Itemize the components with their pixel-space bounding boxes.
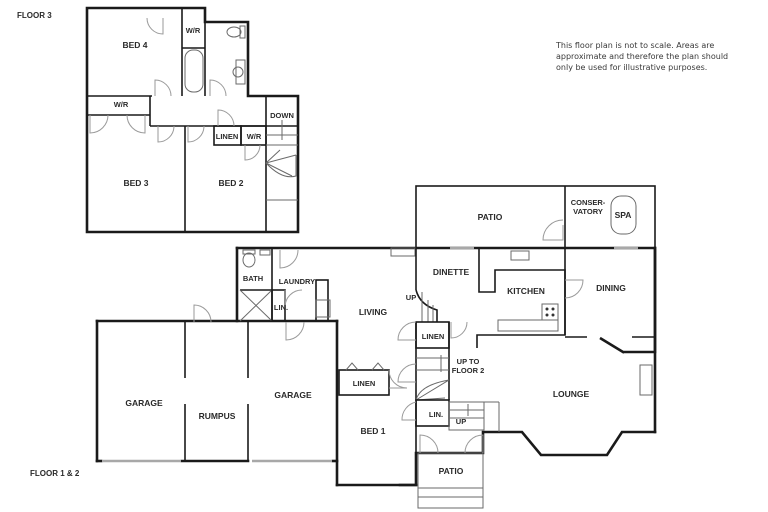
room-linen-living-label: LINEN: [353, 379, 376, 388]
stairs-up-to-label-2: FLOOR 2: [452, 366, 485, 375]
room-lin-entry-label: LIN.: [429, 410, 443, 419]
room-bath-label: BATH: [243, 274, 263, 283]
room-dining-label: DINING: [596, 283, 626, 293]
disclaimer-line-3: only be used for illustrative purposes.: [556, 63, 708, 72]
stairs-up-dinette-label: UP: [406, 293, 416, 302]
room-bed2-label: BED 2: [218, 178, 243, 188]
room-laundry-label: LAUNDRY: [279, 277, 315, 286]
floor12-plan: [95, 185, 657, 509]
floor12-label: FLOOR 1 & 2: [30, 469, 80, 478]
room-patio-bottom-label: PATIO: [439, 466, 464, 476]
room-rumpus-label: RUMPUS: [199, 411, 236, 421]
room-bed1-label: BED 1: [360, 426, 385, 436]
room-kitchen-label: KITCHEN: [507, 286, 545, 296]
room-wr-small-label: W/R: [247, 132, 262, 141]
room-bed4-label: BED 4: [122, 40, 147, 50]
room-lounge-label: LOUNGE: [553, 389, 590, 399]
room-garage-left-label: GARAGE: [125, 398, 163, 408]
room-wr-top-label: W/R: [186, 26, 201, 35]
room-living-label: LIVING: [359, 307, 388, 317]
disclaimer-note: This floor plan is not to scale. Areas a…: [556, 40, 756, 73]
room-dinette-label: DINETTE: [433, 267, 470, 277]
stairs-up-to-label-1: UP TO: [457, 357, 480, 366]
room-conservatory-label-1: CONSER-: [571, 198, 606, 207]
room-lin-laundry-label: LIN.: [274, 303, 288, 312]
disclaimer-line-2: approximate and therefore the plan shoul…: [556, 52, 729, 61]
spa-label: SPA: [615, 210, 632, 220]
floor3-plan: [85, 6, 300, 234]
room-linen-f3-label: LINEN: [216, 132, 239, 141]
room-conservatory-label-2: VATORY: [573, 207, 603, 216]
room-patio-top-label: PATIO: [478, 212, 503, 222]
room-linen-centre-label: LINEN: [422, 332, 445, 341]
stairs-up-entry-label: UP: [456, 417, 466, 426]
floor3-label: FLOOR 3: [17, 11, 52, 20]
disclaimer-line-1: This floor plan is not to scale. Areas a…: [556, 41, 715, 50]
room-wr-left-label: W/R: [114, 100, 129, 109]
stairs-down-label: DOWN: [270, 111, 294, 120]
room-bed3-label: BED 3: [123, 178, 148, 188]
room-garage-right-label: GARAGE: [274, 390, 312, 400]
